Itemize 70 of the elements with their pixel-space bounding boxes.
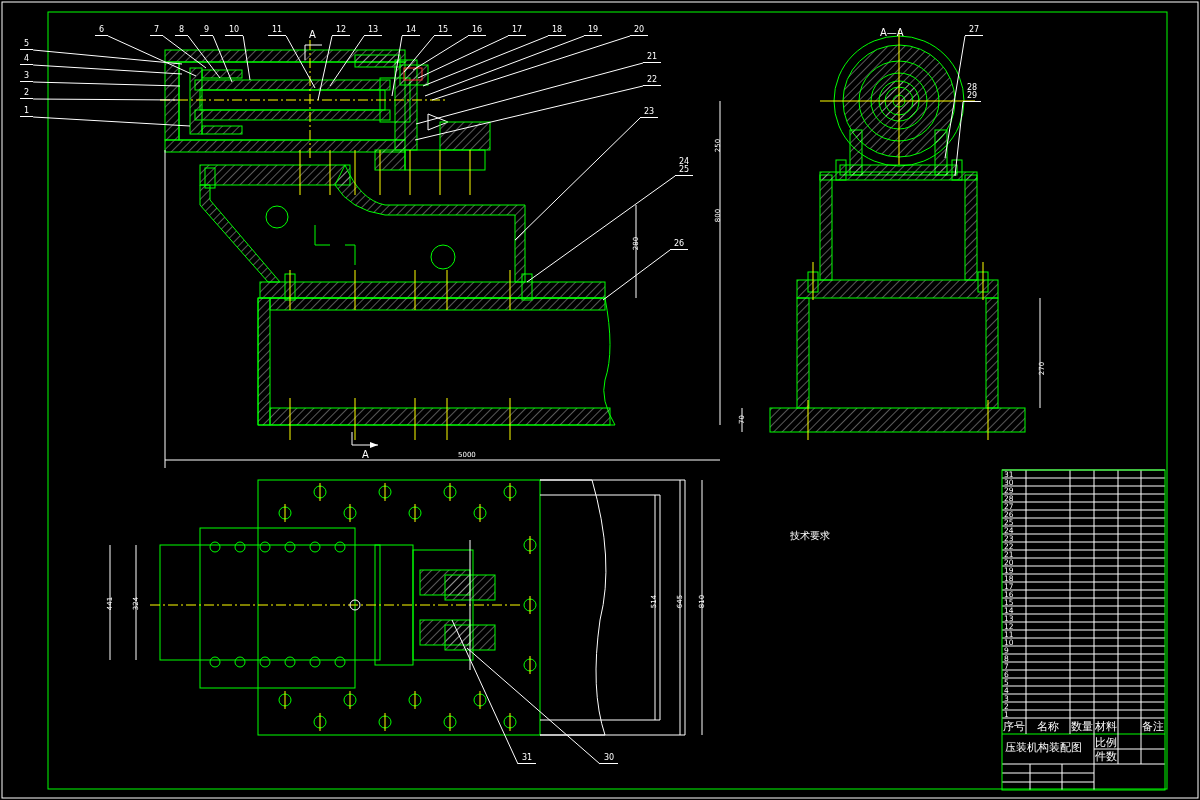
callout-number: 2 xyxy=(20,89,34,99)
callout-number: 19 xyxy=(584,26,603,36)
leader-line xyxy=(285,35,316,89)
leader-line xyxy=(32,49,183,65)
leader-line xyxy=(391,35,403,97)
leader-line xyxy=(514,117,641,241)
callout-number: 7 xyxy=(150,26,164,36)
callout-number: 15 xyxy=(434,26,453,36)
callout-number: 23 xyxy=(640,108,659,118)
leader-line xyxy=(412,35,469,71)
leader-line xyxy=(526,175,676,283)
leader-line xyxy=(424,35,585,97)
callout-number: 30 xyxy=(600,754,619,764)
callout-number: 14 xyxy=(402,26,421,36)
leader-line xyxy=(242,35,251,81)
callout-number: 28 29 xyxy=(963,84,982,102)
drawing-title: 压装机构装配图 xyxy=(1005,742,1082,753)
leader-line xyxy=(944,35,966,159)
leader-line xyxy=(414,85,644,141)
callout-number: 27 xyxy=(965,26,984,36)
table-cell: 材料 xyxy=(1095,720,1117,732)
leader-line xyxy=(403,35,435,73)
table-cell: 备注 xyxy=(1142,720,1164,732)
callout-number: 21 xyxy=(643,53,662,63)
leader-line xyxy=(415,62,644,125)
leader-line xyxy=(466,647,601,765)
section-label: A xyxy=(309,30,316,40)
leader-line xyxy=(431,35,631,101)
callout-number: 16 xyxy=(468,26,487,36)
callout-number: 10 xyxy=(225,26,244,36)
callout-number: 13 xyxy=(364,26,383,36)
leader-line xyxy=(602,249,671,301)
leader-line xyxy=(32,98,179,101)
callout-number: 17 xyxy=(508,26,527,36)
callout-number: 6 xyxy=(95,26,109,36)
callout-number: 4 xyxy=(20,55,34,65)
leader-line xyxy=(187,35,221,79)
leader-line xyxy=(954,101,964,177)
callout-number: 31 xyxy=(518,754,537,764)
callout-number: 26 xyxy=(670,240,689,250)
section-label: A—A xyxy=(880,28,904,38)
callout-number: 24 25 xyxy=(675,158,694,176)
callout-number: 9 xyxy=(200,26,214,36)
table-cell: 比例 xyxy=(1095,736,1117,748)
callout-number: 12 xyxy=(332,26,351,36)
leader-line xyxy=(32,81,181,87)
leader-line xyxy=(162,35,207,69)
leader-line xyxy=(422,35,549,87)
leader-line xyxy=(317,35,333,101)
leader-line xyxy=(32,116,191,127)
table-cell: 数量 xyxy=(1071,720,1093,732)
callout-number: 1 xyxy=(20,107,34,117)
callout-number: 8 xyxy=(175,26,189,36)
table-cell: 件数 xyxy=(1095,751,1117,762)
leader-line xyxy=(417,35,509,79)
callout-number: 18 xyxy=(548,26,567,36)
leader-line xyxy=(107,35,197,77)
table-cell: 序号 xyxy=(1003,720,1025,732)
callout-number: 11 xyxy=(268,26,287,36)
section-label: A xyxy=(362,450,369,460)
leader-line xyxy=(451,619,519,765)
notes-heading: 技术要求 xyxy=(790,531,830,541)
callout-number: 22 xyxy=(643,76,662,86)
leader-line xyxy=(329,35,365,87)
leader-line xyxy=(32,64,183,75)
table-cell: 名称 xyxy=(1037,720,1059,732)
callout-number: 5 xyxy=(20,40,34,50)
callout-number: 20 xyxy=(630,26,649,36)
callout-number: 3 xyxy=(20,72,34,82)
leader-line xyxy=(212,35,233,83)
